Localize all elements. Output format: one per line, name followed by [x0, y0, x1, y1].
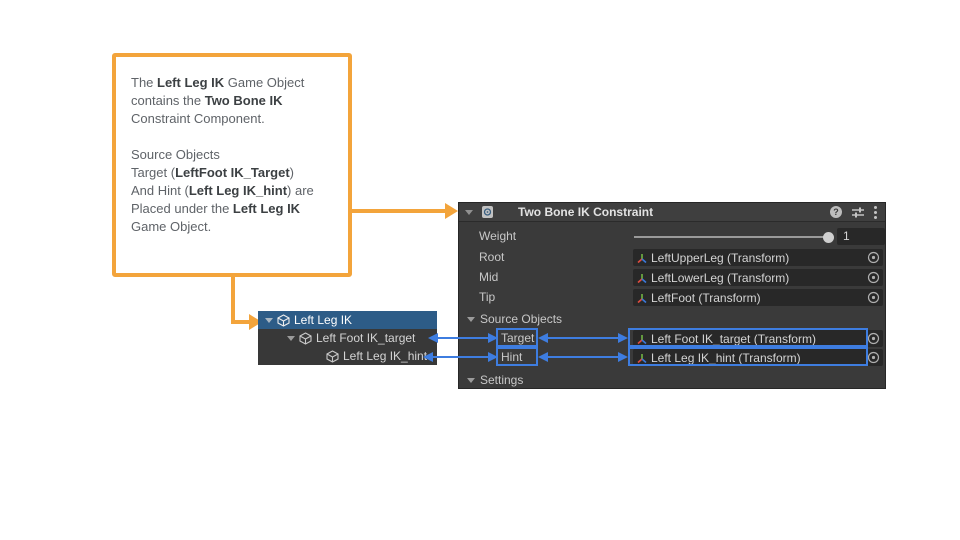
object-field-value: Left Leg IK_hint (Transform) [651, 350, 801, 365]
hierarchy-row-left-leg-ik[interactable]: Left Leg IK [258, 311, 437, 329]
annotation-box-hint-field [628, 347, 868, 366]
connector-line-to-inspector [349, 209, 446, 213]
object-picker-icon[interactable] [867, 251, 880, 264]
component-header[interactable]: Two Bone IK Constraint ? [459, 203, 885, 222]
settings-row[interactable]: Settings [459, 372, 885, 389]
annotation-arrow-hierarchy-to-hint [423, 352, 498, 362]
transform-icon [636, 352, 648, 364]
connector-line-down [231, 275, 235, 322]
root-row: Root LeftUpperLeg (Transform) [459, 249, 885, 266]
object-field-value: LeftUpperLeg (Transform) [651, 250, 790, 265]
callout-line: contains the Two Bone IK [131, 93, 283, 108]
weight-row: Weight 1 [459, 228, 885, 245]
root-label: Root [479, 250, 505, 264]
mid-object-field[interactable]: LeftLowerLeg (Transform) [633, 269, 883, 286]
settings-label: Settings [480, 373, 524, 387]
callout-line: Placed under the Left Leg IK [131, 201, 301, 216]
annotation-arrow-target-to-field [538, 333, 628, 343]
weight-label: Weight [479, 229, 517, 243]
cube-icon [326, 349, 339, 363]
tip-object-field[interactable]: LeftFoot (Transform) [633, 289, 883, 306]
tip-row: Tip LeftFoot (Transform) [459, 289, 885, 306]
callout-line: And Hint (Left Leg IK_hint) are [131, 183, 314, 198]
hierarchy-row-left-foot-ik-target[interactable]: Left Foot IK_target [258, 329, 437, 347]
object-picker-icon[interactable] [867, 332, 880, 345]
hierarchy-panel: Left Leg IK Left Foot IK_target Left Leg… [258, 311, 437, 365]
annotation-arrow-hint-to-field [538, 352, 628, 362]
source-objects-row[interactable]: Source Objects [459, 311, 885, 328]
hierarchy-row-label: Left Foot IK_target [316, 331, 416, 345]
foldout-icon[interactable] [287, 335, 295, 341]
weight-slider[interactable] [634, 236, 829, 238]
target-row: Target Left Foot IK_target (Transform) [459, 330, 885, 347]
annotation-box-target-label [496, 328, 538, 347]
tip-label: Tip [479, 290, 496, 304]
hint-row: Hint Left Leg IK_hint (Transform) [459, 349, 885, 366]
hierarchy-row-label: Left Leg IK_hint [343, 349, 428, 363]
callout-line: Game Object. [131, 219, 212, 234]
connector-arrowhead-to-inspector [445, 203, 458, 219]
object-field-value: LeftLowerLeg (Transform) [651, 270, 790, 285]
annotation-box-target-field [628, 328, 868, 347]
cube-icon [299, 331, 312, 345]
callout-line: The Left Leg IK Game Object [131, 75, 305, 90]
transform-icon [636, 272, 648, 284]
annotation-arrow-hierarchy-to-target [428, 333, 498, 343]
root-object-field[interactable]: LeftUpperLeg (Transform) [633, 249, 883, 266]
weight-value-field[interactable]: 1 [837, 228, 885, 245]
component-title: Two Bone IK Constraint [518, 205, 654, 219]
help-icon[interactable]: ? [830, 206, 842, 218]
connector-line-to-hierarchy [231, 320, 250, 324]
foldout-icon[interactable] [467, 377, 475, 383]
transform-icon [636, 292, 648, 304]
transform-icon [636, 252, 648, 264]
hierarchy-row-left-leg-ik-hint[interactable]: Left Leg IK_hint [258, 347, 437, 365]
presets-icon[interactable] [851, 206, 865, 219]
callout-line: Source Objects [131, 147, 220, 162]
weight-slider-handle[interactable] [823, 231, 834, 243]
callout-line: Constraint Component. [131, 111, 265, 126]
component-icon [481, 205, 494, 219]
object-field-value: LeftFoot (Transform) [651, 290, 761, 305]
object-field-value: Left Foot IK_target (Transform) [651, 331, 816, 346]
foldout-icon[interactable] [467, 316, 475, 322]
target-object-field[interactable]: Left Foot IK_target (Transform) [633, 330, 883, 347]
target-label: Target [501, 331, 535, 345]
mid-label: Mid [479, 270, 499, 284]
transform-icon [636, 333, 648, 345]
kebab-menu-icon[interactable] [874, 205, 877, 219]
foldout-icon[interactable] [265, 317, 273, 323]
hint-object-field[interactable]: Left Leg IK_hint (Transform) [633, 349, 883, 366]
hint-label: Hint [501, 350, 523, 364]
inspector-panel: Two Bone IK Constraint ? Weight 1 Root [458, 202, 886, 389]
object-picker-icon[interactable] [867, 351, 880, 364]
foldout-icon[interactable] [465, 209, 473, 215]
callout-line [131, 128, 334, 146]
object-picker-icon[interactable] [867, 291, 880, 304]
callout-line: Target (LeftFoot IK_Target) [131, 165, 295, 180]
mid-row: Mid LeftLowerLeg (Transform) [459, 269, 885, 286]
annotation-box-hint-label [496, 347, 538, 366]
callout-box: The Left Leg IK Game Object contains the… [112, 53, 352, 277]
cube-icon [277, 313, 290, 327]
source-objects-label: Source Objects [480, 312, 563, 326]
hierarchy-row-label: Left Leg IK [294, 313, 353, 327]
object-picker-icon[interactable] [867, 271, 880, 284]
